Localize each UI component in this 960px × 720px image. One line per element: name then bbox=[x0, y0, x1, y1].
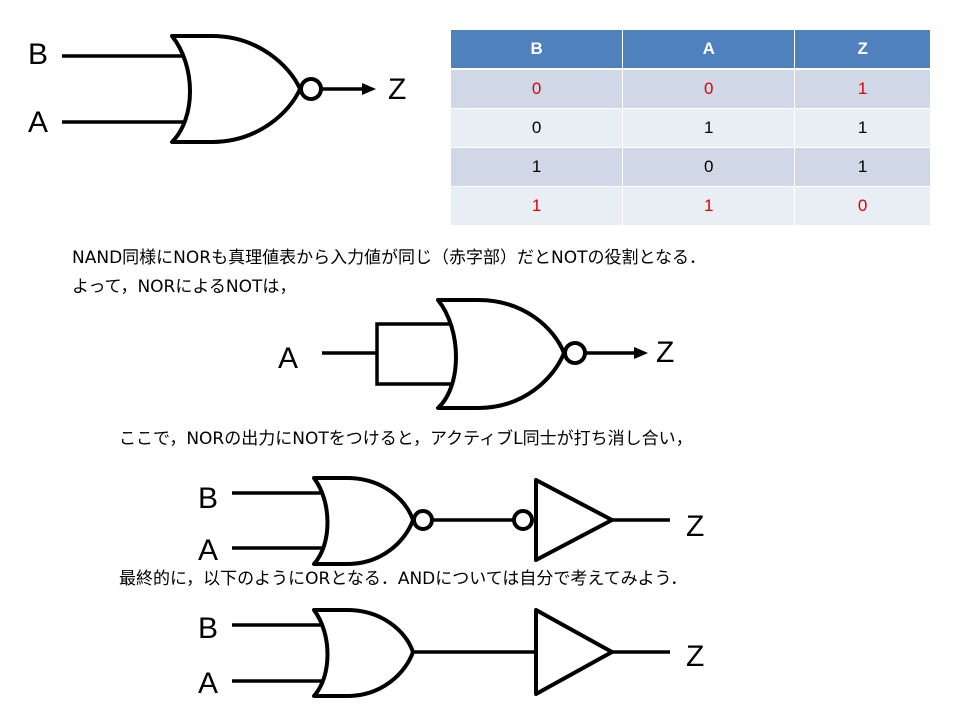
table-cell: 0 bbox=[451, 70, 624, 109]
output-arrow bbox=[362, 83, 376, 95]
nor-plus-not-diagram: B A Z bbox=[198, 476, 704, 567]
truth-table-row: 0 1 1 bbox=[451, 109, 930, 148]
input-a-label: A bbox=[278, 342, 298, 375]
truth-table: B A Z 0 0 1 0 1 1 1 0 1 1 1 0 bbox=[451, 30, 930, 226]
or-gate bbox=[312, 608, 415, 698]
column-header-b: B bbox=[451, 30, 624, 70]
inversion-bubble bbox=[299, 77, 323, 101]
inversion-bubble bbox=[563, 341, 587, 365]
table-cell: 1 bbox=[451, 148, 624, 187]
nor-as-not-diagram: A Z bbox=[278, 298, 674, 410]
inversion-bubble bbox=[412, 509, 434, 531]
or-gate-diagram: B A Z bbox=[198, 608, 704, 700]
column-header-z: Z bbox=[795, 30, 930, 70]
explanation-line-4: 最終的に，以下のようにORとなる．ANDについては自分で考えてみよう． bbox=[119, 569, 688, 589]
input-b-label: B bbox=[198, 482, 218, 515]
nor-gate bbox=[312, 476, 415, 566]
output-label: Z bbox=[388, 73, 406, 106]
truth-table-header-row: B A Z bbox=[451, 30, 930, 70]
input-a-label: A bbox=[28, 106, 48, 139]
input-a-label: A bbox=[198, 667, 218, 700]
input-b-label: B bbox=[28, 38, 48, 71]
explanation-line-1: NAND同様にNORも真理値表から入力値が同じ（赤字部）だとNOTの役割となる． bbox=[72, 248, 707, 268]
table-cell: 0 bbox=[795, 187, 930, 226]
truth-table-row: 0 0 1 bbox=[451, 70, 930, 109]
table-cell: 1 bbox=[623, 187, 796, 226]
truth-table-row: 1 0 1 bbox=[451, 148, 930, 187]
inversion-bubble bbox=[512, 509, 534, 531]
table-cell: 0 bbox=[623, 70, 796, 109]
buffer-triangle bbox=[534, 478, 614, 562]
explanation-line-2: よって，NORによるNOTは， bbox=[72, 277, 297, 297]
output-label: Z bbox=[656, 336, 674, 369]
output-label: Z bbox=[686, 640, 704, 673]
input-b-label: B bbox=[198, 612, 218, 645]
output-arrow bbox=[634, 347, 648, 359]
table-cell: 1 bbox=[795, 109, 930, 148]
nor-gate bbox=[436, 298, 566, 410]
input-a-label: A bbox=[198, 534, 218, 567]
tied-inputs-wire bbox=[375, 322, 460, 386]
table-cell: 1 bbox=[795, 70, 930, 109]
table-cell: 1 bbox=[623, 109, 796, 148]
output-label: Z bbox=[686, 510, 704, 543]
table-cell: 0 bbox=[623, 148, 796, 187]
buffer-triangle bbox=[534, 608, 614, 696]
nor-gate-diagram: B A Z bbox=[28, 34, 406, 144]
table-cell: 1 bbox=[451, 187, 624, 226]
nor-gate bbox=[170, 34, 302, 144]
explanation-line-3: ここで，NORの出力にNOTをつけると，アクティブL同士が打ち消し合い， bbox=[119, 429, 693, 449]
table-cell: 0 bbox=[451, 109, 624, 148]
truth-table-row: 1 1 0 bbox=[451, 187, 930, 226]
column-header-a: A bbox=[623, 30, 796, 70]
table-cell: 1 bbox=[795, 148, 930, 187]
